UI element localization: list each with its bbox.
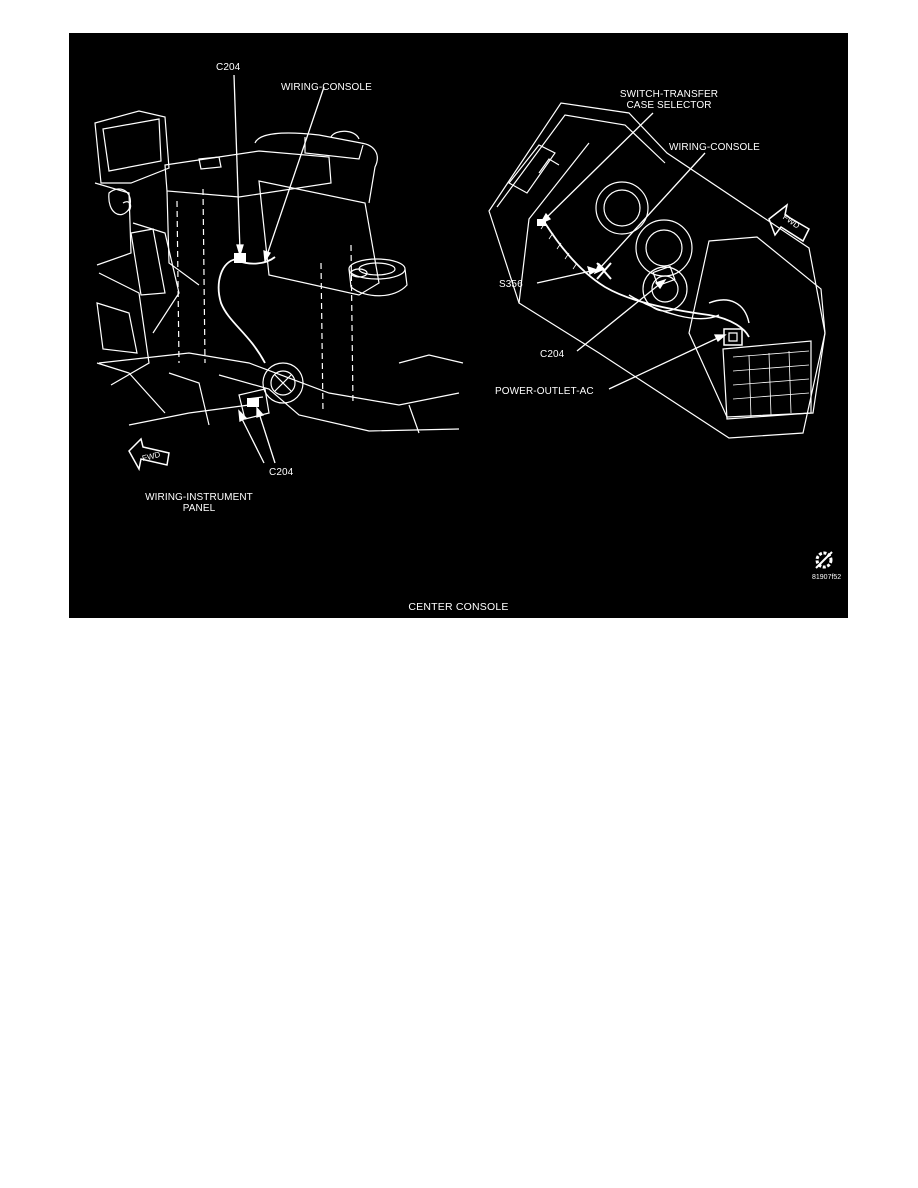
right-view-leaders (536, 112, 727, 390)
label-wiring-console-right: WIRING-CONSOLE (669, 142, 760, 153)
label-c204-bottom: C204 (269, 467, 294, 478)
label-power-outlet-ac: POWER-OUTLET-AC (495, 386, 594, 397)
label-switch-transfer: SWITCH-TRANSFER CASE SELECTOR (619, 89, 719, 111)
label-switch-transfer-line2: CASE SELECTOR (626, 100, 712, 111)
label-wiring-instrument-panel: WIRING-INSTRUMENT PANEL (139, 492, 259, 514)
center-console-figure: C204 WIRING-CONSOLE C204 WIRING-INSTRUME… (69, 33, 848, 618)
label-c204-top: C204 (216, 62, 241, 73)
center-console-illustration (94, 74, 833, 569)
right-view-drawing (488, 102, 826, 439)
label-s356: S356 (499, 279, 523, 290)
label-wiring-instrument-line2: PANEL (182, 503, 216, 514)
figure-caption: CENTER CONSOLE (408, 601, 509, 613)
label-c204-right: C204 (540, 349, 565, 360)
fwd-arrow-icon (768, 203, 810, 243)
label-switch-transfer-line1: SWITCH-TRANSFER (619, 89, 719, 100)
label-wiring-console-left: WIRING-CONSOLE (281, 82, 372, 93)
label-wiring-instrument-line1: WIRING-INSTRUMENT (145, 492, 253, 503)
chassis-gear-icon (815, 551, 833, 569)
left-view-drawing (94, 110, 464, 434)
c204-bottom-connector (247, 398, 259, 407)
left-view-leaders (233, 74, 325, 464)
figure-id: 81907f52 (812, 574, 842, 581)
c204-top-connector (234, 253, 246, 263)
fwd-arrow-icon (128, 437, 170, 472)
